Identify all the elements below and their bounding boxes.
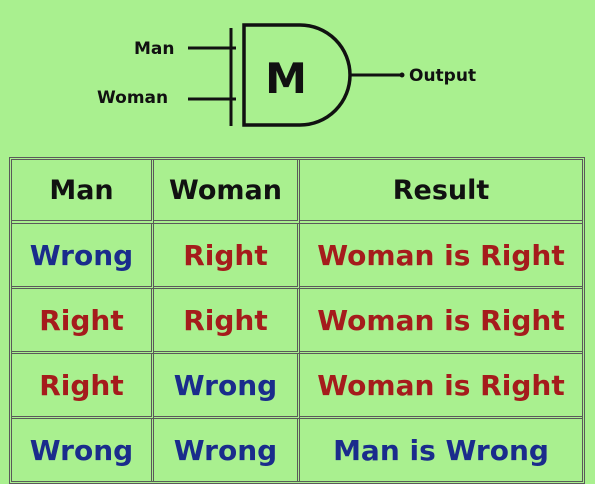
gate-input-man-label: Man — [134, 39, 175, 59]
table-row: Wrong Right Woman is Right — [12, 224, 582, 289]
cell-woman: Wrong — [154, 354, 300, 419]
gate-input-woman-label: Woman — [97, 88, 168, 108]
cell-result: Woman is Right — [300, 354, 582, 419]
cell-man: Wrong — [12, 419, 154, 481]
gate-output-label: Output — [409, 66, 476, 86]
table-row: Wrong Wrong Man is Wrong — [12, 419, 582, 481]
gate-symbol-letter: M — [265, 54, 307, 103]
table-row: Right Right Woman is Right — [12, 289, 582, 354]
cell-result: Man is Wrong — [333, 433, 549, 467]
cell-man: Right — [12, 289, 154, 354]
cell-result: Woman is Right — [300, 224, 582, 289]
cell-woman: Wrong — [154, 419, 300, 481]
header-result: Result — [300, 160, 582, 224]
table-header-row: Man Woman Result — [12, 160, 582, 224]
logic-gate-diagram: Man Woman M Output — [97, 23, 476, 127]
table-row: Right Wrong Woman is Right — [12, 354, 582, 419]
header-man: Man — [12, 160, 154, 224]
cell-result: Woman is Right — [300, 289, 582, 354]
truth-table: Man Woman Result Wrong Right Woman is Ri… — [9, 157, 585, 484]
gate-body — [242, 23, 352, 127]
cell-woman: Right — [154, 289, 300, 354]
cell-man: Wrong — [12, 224, 154, 289]
gate-output-dot — [399, 72, 405, 78]
cell-woman: Right — [154, 224, 300, 289]
cell-man: Right — [12, 354, 154, 419]
header-woman: Woman — [154, 160, 300, 224]
